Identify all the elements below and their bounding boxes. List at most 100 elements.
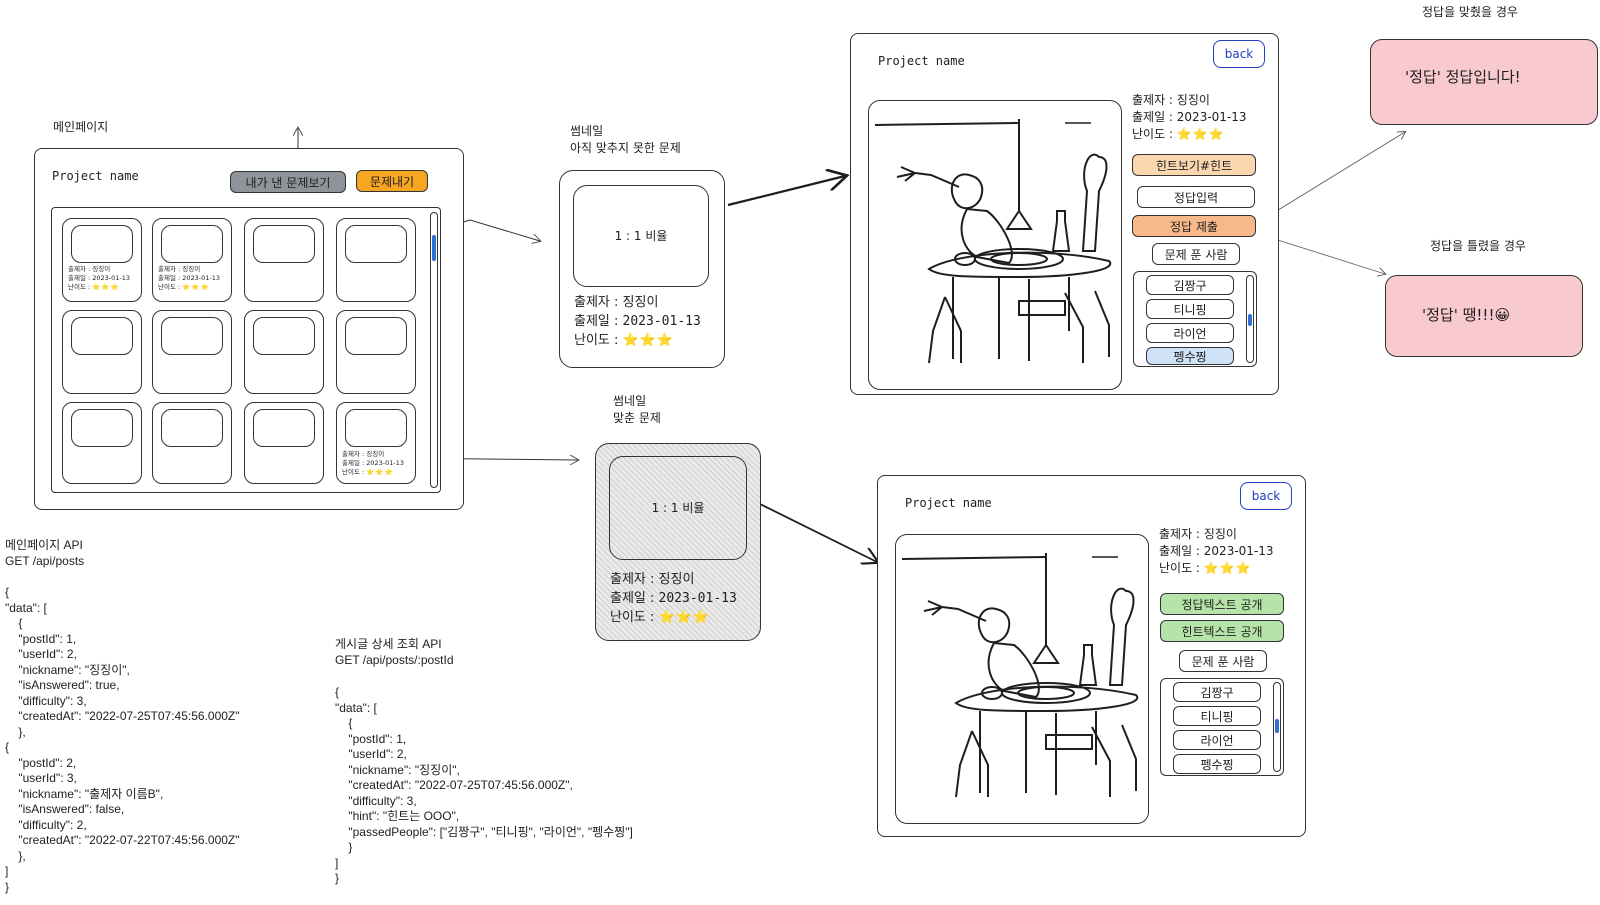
solvers-scrollbar-thumb[interactable] <box>1248 314 1252 326</box>
detail-answered-back-button[interactable]: back <box>1240 482 1292 510</box>
thumb-answered-image <box>609 456 747 560</box>
grid-card-12-answered[interactable]: 출제자 : 징징이 출제일 : 2023-01-13 난이도 : ⭐⭐⭐ <box>336 402 416 484</box>
grid-card-12-image <box>345 409 407 447</box>
grid-card-8[interactable] <box>336 310 416 394</box>
detail-unanswered-image <box>868 100 1122 390</box>
thumb-answered-label-1: 썸네일 <box>613 394 647 408</box>
solver-item: 펭수찡 <box>1173 754 1261 774</box>
detail-answered-frame: Project name back <box>877 475 1306 837</box>
api-main-endpoint: GET /api/posts <box>5 554 85 568</box>
grid-card-1-author: 출제자 : 징징이 <box>68 265 111 273</box>
result-correct-box: '정답' 정답입니다! <box>1370 39 1598 125</box>
thumb-unanswered-difficulty: 난이도 : ⭐⭐⭐ <box>574 333 675 348</box>
answer-input[interactable]: 정답입력 <box>1137 186 1255 208</box>
detail-unanswered-frame: Project name back <box>850 33 1279 395</box>
grid-card-5[interactable] <box>62 310 142 394</box>
solver-item: 티니핑 <box>1173 706 1261 726</box>
thumb-unanswered-date: 출제일 : 2023-01-13 <box>574 314 701 329</box>
grid-card-6[interactable] <box>152 310 232 394</box>
detail-answered-image <box>895 534 1149 824</box>
grid-card-10[interactable] <box>152 402 232 484</box>
detail-answered-solvers-label: 문제 푼 사람 <box>1179 650 1267 672</box>
grid-card-4[interactable] <box>336 218 416 302</box>
grid-card-1[interactable]: 출제자 : 징징이 출제일 : 2023-01-13 난이도 : ⭐⭐⭐ <box>62 218 142 302</box>
reveal-answer-button[interactable]: 정답텍스트 공개 <box>1160 593 1284 615</box>
solvers-scrollbar-thumb[interactable] <box>1275 719 1279 733</box>
thumb-unanswered-label-1: 썸네일 <box>570 124 604 138</box>
grid-card-11-image <box>253 409 315 447</box>
grid-card-5-image <box>71 317 133 355</box>
detail-unanswered-back-button[interactable]: back <box>1213 40 1265 68</box>
solvers-scrollbar[interactable] <box>1273 682 1281 772</box>
grid-card-2-author: 출제자 : 징징이 <box>158 265 201 273</box>
thumb-unanswered-ratio: 1 : 1 비율 <box>614 229 668 243</box>
thumb-unanswered-label-2: 아직 맞추지 못한 문제 <box>570 141 681 155</box>
api-detail-body: { "data": [ { "postId": 1, "userId": 2, … <box>335 685 633 885</box>
cartoon-illustration <box>874 119 1112 364</box>
detail-unanswered-difficulty: 난이도 : ⭐⭐⭐ <box>1132 127 1225 141</box>
arrow-thumb-to-detail-unanswered <box>727 176 845 207</box>
api-detail-endpoint: GET /api/posts/:postId <box>335 653 454 667</box>
grid-card-9[interactable] <box>62 402 142 484</box>
detail-unanswered-solvers-list: 김짱구 티니핑 라이언 펭수찡 <box>1133 271 1257 367</box>
grid-card-4-image <box>345 225 407 263</box>
grid-scrollbar-thumb[interactable] <box>432 235 436 261</box>
detail-unanswered-solvers-label: 문제 푼 사람 <box>1152 243 1240 265</box>
grid-card-1-difficulty: 난이도 : ⭐⭐⭐ <box>68 283 120 291</box>
grid-card-10-image <box>161 409 223 447</box>
result-wrong-message: '정답' 땡!!!😀 <box>1422 306 1511 324</box>
thumb-answered-date: 출제일 : 2023-01-13 <box>610 591 737 606</box>
detail-answered-solvers-list: 김짱구 티니핑 라이언 펭수찡 <box>1160 678 1284 776</box>
solver-item: 라이언 <box>1173 730 1261 750</box>
solvers-scrollbar[interactable] <box>1246 275 1254 363</box>
main-project-name: Project name <box>52 169 139 183</box>
grid-card-12-difficulty: 난이도 : ⭐⭐⭐ <box>342 468 394 476</box>
grid-card-2-image <box>161 225 223 263</box>
grid-card-2-date: 출제일 : 2023-01-13 <box>158 274 221 282</box>
grid-card-7[interactable] <box>244 310 324 394</box>
thumb-answered-label-2: 맞춘 문제 <box>613 411 661 425</box>
main-page-frame: Project name 내가 낸 문제보기 문제내기 출제자 : 징징이 출제… <box>34 148 464 510</box>
result-wrong-box: '정답' 땡!!!😀 <box>1385 275 1583 357</box>
grid-card-3[interactable] <box>244 218 324 302</box>
detail-unanswered-project-name: Project name <box>878 54 965 68</box>
grid-card-12-author: 출제자 : 징징이 <box>342 450 385 458</box>
submit-problem-button[interactable]: 문제내기 <box>356 170 428 192</box>
solver-item: 김짱구 <box>1146 275 1234 295</box>
submit-answer-button[interactable]: 정답 제출 <box>1132 215 1256 237</box>
problem-grid: 출제자 : 징징이 출제일 : 2023-01-13 난이도 : ⭐⭐⭐ 출제자… <box>51 207 441 493</box>
arrow-submit-to-correct <box>1261 132 1405 221</box>
thumb-answered-card[interactable]: 1 : 1 비율 출제자 : 징징이 출제일 : 2023-01-13 난이도 … <box>595 443 761 641</box>
grid-card-7-image <box>253 317 315 355</box>
solver-item-highlighted: 펭수찡 <box>1146 347 1234 365</box>
detail-unanswered-author: 출제자 : 징징이 <box>1132 93 1210 107</box>
detail-answered-date: 출제일 : 2023-01-13 <box>1159 544 1274 558</box>
api-main-title: 메인페이지 API <box>5 538 83 552</box>
grid-card-11[interactable] <box>244 402 324 484</box>
thumb-unanswered-card[interactable]: 1 : 1 비율 출제자 : 징징이 출제일 : 2023-01-13 난이도 … <box>559 170 725 368</box>
grid-card-3-image <box>253 225 315 263</box>
solver-item: 라이언 <box>1146 323 1234 343</box>
thumb-answered-author: 출제자 : 징징이 <box>610 572 695 587</box>
solver-item: 티니핑 <box>1146 299 1234 319</box>
grid-card-6-image <box>161 317 223 355</box>
reveal-hint-button[interactable]: 힌트텍스트 공개 <box>1160 620 1284 642</box>
grid-scrollbar[interactable] <box>430 212 438 488</box>
grid-card-8-image <box>345 317 407 355</box>
api-main-body: { "data": [ { "postId": 1, "userId": 2, … <box>5 585 240 894</box>
my-problems-button[interactable]: 내가 낸 문제보기 <box>230 171 346 193</box>
result-correct-message: '정답' 정답입니다! <box>1405 68 1521 86</box>
thumb-unanswered-image <box>573 185 709 287</box>
arrow-thumb-to-detail-answered <box>757 502 877 562</box>
result-correct-caption: 정답을 맞췄을 경우 <box>1422 5 1518 19</box>
grid-card-2[interactable]: 출제자 : 징징이 출제일 : 2023-01-13 난이도 : ⭐⭐⭐ <box>152 218 232 302</box>
detail-answered-project-name: Project name <box>905 496 992 510</box>
solver-item: 김짱구 <box>1173 682 1261 702</box>
api-detail-title: 게시글 상세 조회 API <box>335 637 442 651</box>
grid-card-1-image <box>71 225 133 263</box>
result-wrong-caption: 정답을 틀렸을 경우 <box>1430 239 1526 253</box>
detail-unanswered-date: 출제일 : 2023-01-13 <box>1132 110 1247 124</box>
cartoon-illustration <box>901 553 1139 798</box>
hint-button[interactable]: 힌트보기#힌트 <box>1132 154 1256 176</box>
grid-card-2-difficulty: 난이도 : ⭐⭐⭐ <box>158 283 210 291</box>
